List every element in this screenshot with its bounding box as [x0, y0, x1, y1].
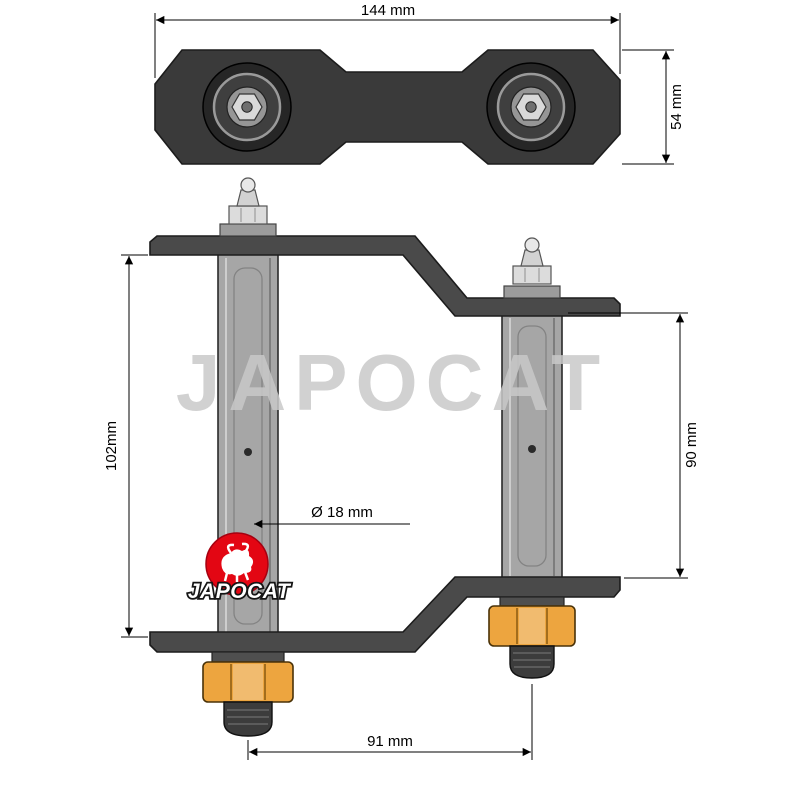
shackle-bottom-plate	[149, 576, 621, 653]
dim-right-height-label: 90 mm	[683, 422, 700, 468]
bull-horn	[226, 543, 235, 554]
pin-slot	[233, 267, 263, 625]
dimensions: 144 mm 54 mm 102mm 90 mm Ø 18 mm	[103, 2, 700, 760]
dimension-pin-spacing: 91 mm	[247, 684, 533, 760]
dimension-top-width: 144 mm	[154, 2, 621, 78]
bull-legs	[223, 571, 250, 582]
dimension-plate-height: 54 mm	[622, 49, 685, 165]
fitting-flange	[219, 223, 277, 237]
washer	[499, 596, 565, 607]
threaded-stud	[509, 645, 555, 679]
dimension-left-height: 102mm	[103, 254, 148, 638]
bull-icon	[221, 542, 254, 582]
left-nut-assembly	[202, 651, 294, 737]
dimension-pin-diameter: Ø 18 mm	[254, 504, 410, 529]
dim-top-width-label: 144 mm	[361, 2, 415, 19]
logo: JAPOCAT	[186, 532, 293, 605]
nut-highlight	[519, 608, 545, 644]
dim-pin-spacing-label: 91 mm	[367, 733, 413, 750]
top-view-right-bushing	[486, 62, 576, 152]
bolt-hole	[525, 101, 537, 113]
dim-left-height-label: 102mm	[103, 421, 120, 471]
right-nut-assembly	[488, 596, 576, 679]
right-grease-fitting	[503, 237, 561, 299]
grease-hole	[528, 445, 536, 453]
zerk-ball-icon	[524, 237, 540, 253]
dim-pin-diameter-label: Ø 18 mm	[311, 504, 373, 521]
logo-text: JAPOCAT	[188, 580, 292, 603]
top-view-left-bushing	[202, 62, 292, 152]
fitting-flange	[503, 285, 561, 299]
nut-highlight	[233, 664, 263, 700]
fitting-hex	[228, 205, 268, 225]
front-view	[149, 177, 621, 737]
dimension-right-height: 90 mm	[568, 312, 700, 579]
grease-hole	[244, 448, 252, 456]
pin-slot	[517, 325, 547, 567]
bull-body	[221, 549, 254, 576]
fitting-hex	[512, 265, 552, 285]
top-view	[154, 49, 621, 165]
shackle-top-plate	[149, 235, 621, 317]
threaded-stud	[223, 701, 273, 737]
dim-plate-height-label: 54 mm	[668, 84, 685, 130]
watermark-text: JAPOCAT	[176, 338, 608, 427]
left-grease-fitting	[219, 177, 277, 237]
zerk-ball-icon	[240, 177, 256, 193]
bolt-hole	[241, 101, 253, 113]
washer	[211, 651, 285, 663]
bull-horn	[241, 542, 250, 553]
